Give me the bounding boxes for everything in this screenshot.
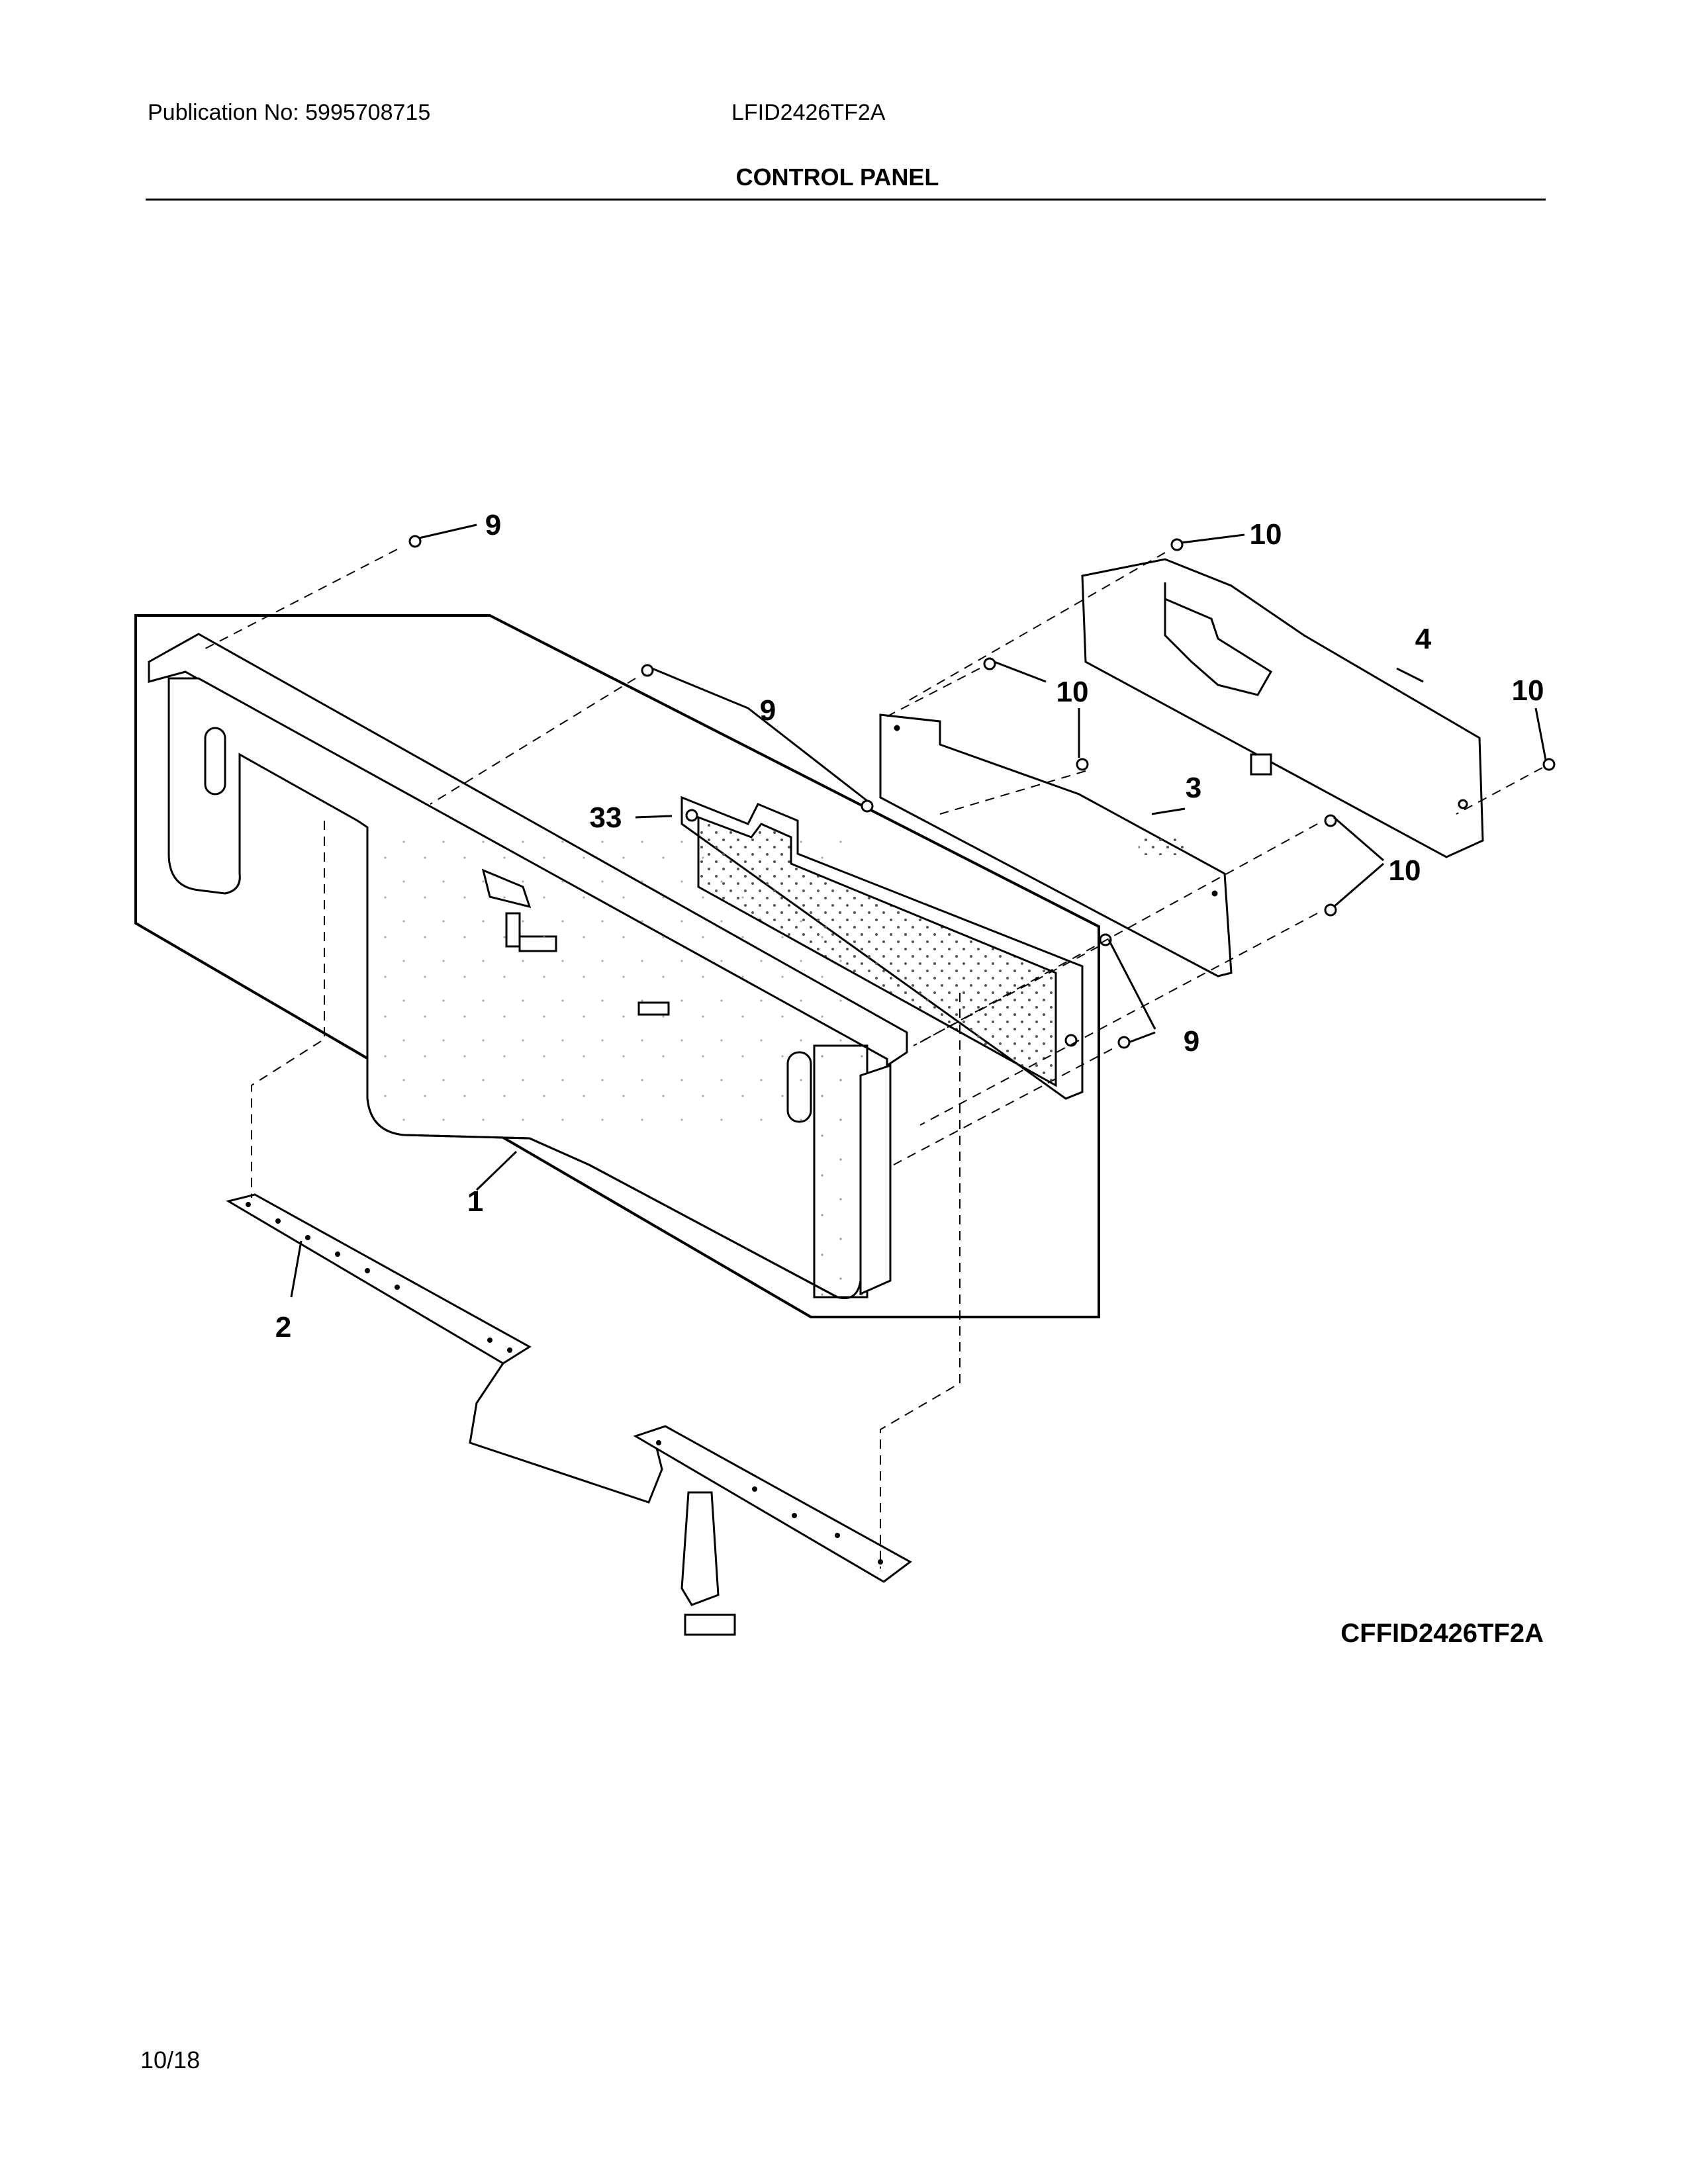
revision-date: 10/18 bbox=[140, 2046, 201, 2073]
callout-9-middle: 9 bbox=[760, 694, 776, 727]
callout-10-right: 10 bbox=[1512, 674, 1544, 707]
section-title: CONTROL PANEL bbox=[735, 163, 939, 191]
mounting-bracket bbox=[1081, 558, 1484, 858]
callout-9-lower: 9 bbox=[1184, 1025, 1199, 1058]
figure-code: CFFID2426TF2A bbox=[1340, 1619, 1544, 1648]
flex-circuit bbox=[226, 1193, 912, 1636]
publication-number: Publication No: 5995708715 bbox=[148, 100, 431, 125]
gasket bbox=[680, 796, 1084, 1100]
callout-10-top: 10 bbox=[1250, 518, 1282, 551]
control-board bbox=[879, 713, 1233, 978]
callout-2: 2 bbox=[275, 1311, 291, 1343]
model-number: LFID2426TF2A bbox=[731, 100, 886, 125]
callout-4: 4 bbox=[1415, 623, 1432, 655]
console-frame-outline bbox=[134, 614, 1100, 1318]
callout-9-top: 9 bbox=[485, 509, 501, 541]
console-panel bbox=[148, 633, 908, 1299]
leader-lines bbox=[290, 523, 1547, 1298]
callout-3: 3 bbox=[1186, 772, 1201, 804]
callout-10-board: 10 bbox=[1056, 676, 1089, 708]
header-rule bbox=[146, 199, 1546, 201]
callout-1: 1 bbox=[467, 1185, 483, 1218]
alignment-lines bbox=[205, 549, 1543, 1569]
callout-33: 33 bbox=[590, 801, 622, 834]
callout-10-lower: 10 bbox=[1389, 854, 1421, 887]
